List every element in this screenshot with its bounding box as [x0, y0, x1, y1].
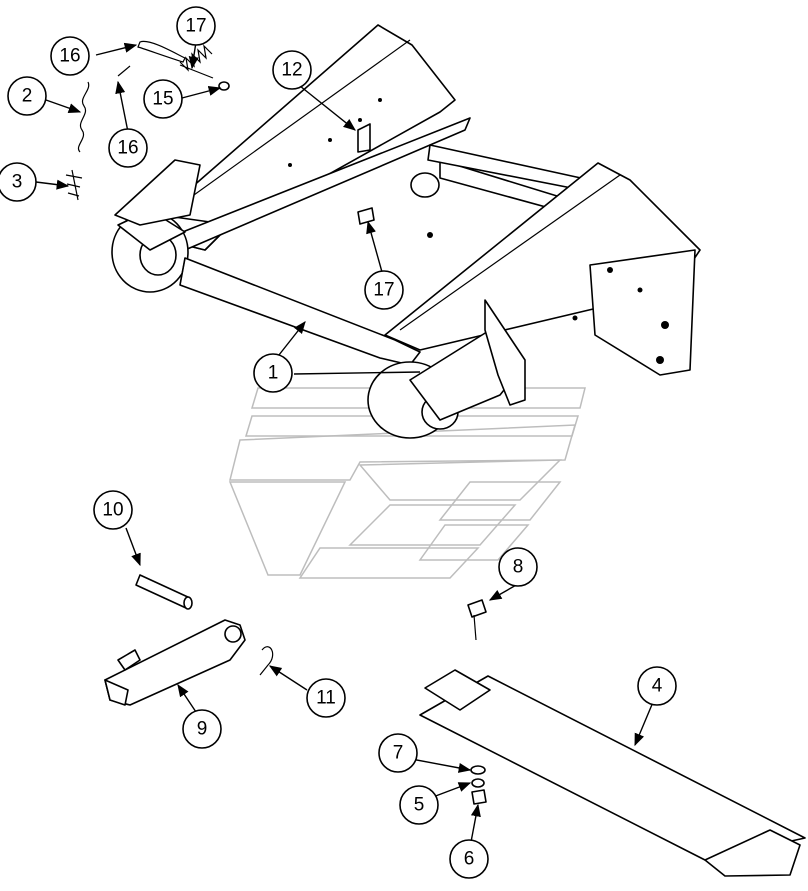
bolt-12 [357, 123, 371, 153]
watermark-logo [228, 387, 586, 579]
washer-5 [471, 778, 485, 788]
bracket-9 [104, 619, 246, 706]
pin-10 [135, 574, 193, 610]
callout-9: 9 [182, 709, 222, 749]
callout-11: 11 [306, 678, 346, 718]
nut-17 [357, 207, 375, 225]
callout-6: 6 [449, 839, 489, 879]
callout-label: 10 [102, 500, 123, 521]
panel-4 [419, 669, 806, 877]
callout-label: 2 [22, 86, 33, 107]
callout-label: 16 [59, 46, 80, 67]
callout-5: 5 [399, 785, 439, 825]
callout-label: 9 [197, 719, 208, 740]
cotter-pin-11 [259, 646, 274, 676]
callout-16: 15 [143, 79, 183, 119]
callout-label: 12 [281, 60, 302, 81]
callout-15: 17 [176, 6, 216, 46]
bolt-8 [467, 599, 487, 641]
callout-8: 8 [498, 547, 538, 587]
spring-2 [78, 81, 90, 153]
callout-14: 16 [50, 36, 90, 76]
callout-label: 16 [117, 138, 138, 159]
callout-label: 3 [12, 172, 23, 193]
frame-assembly [111, 24, 701, 439]
callout-label: 7 [393, 743, 404, 764]
callout-label: 11 [316, 688, 336, 709]
callout-label: 1 [268, 363, 279, 384]
callout-1: 1 [253, 353, 293, 393]
pin-17 [117, 65, 131, 77]
callout-7: 7 [378, 733, 418, 773]
callout-2: 2 [7, 76, 47, 116]
washer-16 [218, 81, 230, 91]
callout-17-top: 16 [108, 128, 148, 168]
callout-label: 4 [652, 676, 663, 697]
callout-label: 8 [513, 557, 524, 578]
callout-4: 4 [637, 666, 677, 706]
callout-12: 12 [272, 50, 312, 90]
callout-label: 15 [152, 89, 173, 110]
callout-10: 10 [93, 490, 133, 530]
nut-6 [471, 789, 487, 805]
leader-lines [35, 41, 657, 843]
callout-label: 5 [414, 795, 425, 816]
washer-7 [470, 765, 486, 775]
spring-15 [179, 44, 214, 79]
callout-label: 17 [185, 16, 206, 37]
callout-label: 6 [464, 849, 475, 870]
link-14 [137, 40, 186, 63]
chain-3 [65, 169, 83, 201]
callout-17-mid: 17 [364, 270, 404, 310]
callout-3: 3 [0, 162, 37, 202]
callout-label: 17 [373, 280, 394, 301]
